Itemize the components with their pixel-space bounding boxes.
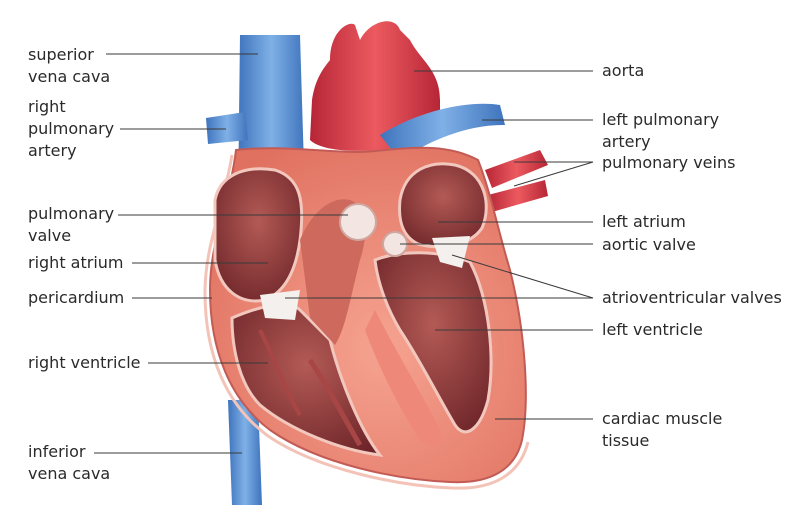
label-line: aortic valve bbox=[602, 235, 696, 254]
label-right-atrium: right atrium bbox=[28, 252, 124, 274]
label-left-pulmonary-artery: left pulmonary artery bbox=[602, 109, 719, 153]
label-line: pulmonary veins bbox=[602, 153, 736, 172]
label-atrioventricular-valves: atrioventricular valves bbox=[602, 287, 782, 309]
label-line: vena cava bbox=[28, 67, 111, 86]
left-atrium-chamber bbox=[398, 162, 488, 249]
label-line: left ventricle bbox=[602, 320, 703, 339]
label-line: tissue bbox=[602, 431, 650, 450]
label-right-pulmonary-artery: right pulmonary artery bbox=[28, 96, 114, 162]
label-line: right bbox=[28, 97, 66, 116]
label-line: right atrium bbox=[28, 253, 124, 272]
label-line: left pulmonary bbox=[602, 110, 720, 129]
label-line: aorta bbox=[602, 61, 645, 80]
label-line: superior bbox=[28, 45, 94, 64]
label-line: right ventricle bbox=[28, 353, 141, 372]
inferior-vena-cava bbox=[228, 400, 262, 505]
right-atrium-chamber bbox=[213, 167, 304, 303]
label-line: inferior bbox=[28, 442, 86, 461]
label-aortic-valve: aortic valve bbox=[602, 234, 696, 256]
right-pulmonary-artery bbox=[206, 112, 248, 144]
label-line: pulmonary bbox=[28, 119, 115, 138]
label-right-ventricle: right ventricle bbox=[28, 352, 141, 374]
label-aorta: aorta bbox=[602, 60, 644, 82]
label-left-atrium: left atrium bbox=[602, 211, 686, 233]
av-valve-right bbox=[260, 290, 300, 320]
pulmonary-veins bbox=[485, 150, 548, 188]
label-cardiac-muscle-tissue: cardiac muscle tissue bbox=[602, 408, 722, 452]
aorta-vessel bbox=[310, 21, 440, 151]
label-line: atrioventricular valves bbox=[602, 288, 782, 307]
label-line: pulmonary bbox=[28, 204, 115, 223]
pulmonary-valve-shape bbox=[339, 203, 377, 241]
left-pulmonary-artery bbox=[380, 103, 505, 160]
label-pulmonary-valve: pulmonary valve bbox=[28, 203, 114, 247]
label-superior-vena-cava: superior vena cava bbox=[28, 44, 110, 88]
label-line: pericardium bbox=[28, 288, 125, 307]
label-line: vena cava bbox=[28, 464, 111, 483]
label-line: valve bbox=[28, 226, 72, 245]
label-line: artery bbox=[28, 141, 77, 160]
label-inferior-vena-cava: inferior vena cava bbox=[28, 441, 110, 485]
leader-lines bbox=[94, 53, 594, 454]
label-line: cardiac muscle bbox=[602, 409, 723, 428]
label-left-ventricle: left ventricle bbox=[602, 319, 703, 341]
label-line: artery bbox=[602, 132, 651, 151]
label-line: left atrium bbox=[602, 212, 686, 231]
label-pulmonary-veins: pulmonary veins bbox=[602, 152, 735, 174]
label-pericardium: pericardium bbox=[28, 287, 124, 309]
